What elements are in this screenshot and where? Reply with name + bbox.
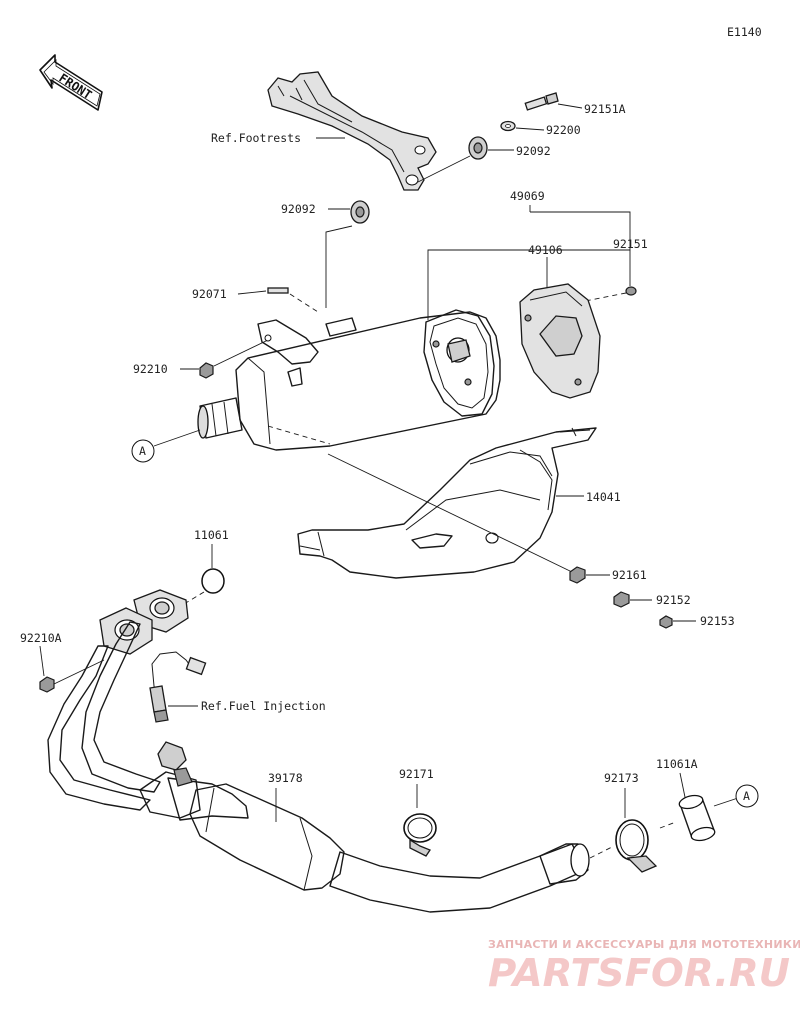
bolt-92151a — [524, 92, 559, 111]
label-92092-top: 92092 — [516, 144, 551, 158]
clamp-92173 — [615, 819, 658, 873]
oxygen-sensor — [149, 651, 207, 723]
gasket-11061 — [201, 568, 225, 594]
exhaust-pipe-39178 — [47, 589, 590, 913]
marker-a-lower-label: A — [743, 789, 750, 803]
footrest-bracket — [267, 71, 437, 191]
damper-92092-left — [350, 200, 370, 224]
screw-92151 — [625, 286, 637, 296]
label-39178: 39178 — [268, 771, 303, 785]
front-arrow-icon: FRONT — [39, 54, 103, 111]
nut-92210a — [39, 676, 55, 693]
heat-guard-14041 — [297, 427, 597, 579]
label-92152: 92152 — [656, 593, 691, 607]
stud-92071 — [267, 287, 289, 294]
muffler-body — [197, 309, 501, 451]
label-92200: 92200 — [546, 123, 581, 137]
label-11061a: 11061A — [656, 757, 698, 771]
label-92151a: 92151A — [584, 102, 626, 116]
label-ref-fuel-injection: Ref.Fuel Injection — [201, 699, 326, 713]
label-92151: 92151 — [613, 237, 648, 251]
watermark-tagline: ЗАПЧАСТИ И АКСЕССУАРЫ ДЛЯ МОТОТЕХНИКИ — [488, 938, 800, 951]
end-cover-49106 — [519, 283, 601, 399]
washer-92152 — [613, 591, 630, 608]
label-49106: 49106 — [528, 243, 563, 257]
watermark-brand: PARTSFOR.RU — [488, 951, 790, 995]
label-92161: 92161 — [612, 568, 647, 582]
washer-92153 — [659, 615, 673, 629]
label-11061: 11061 — [194, 528, 229, 542]
nut-92161 — [569, 566, 586, 584]
label-92092-left: 92092 — [281, 202, 316, 216]
damper-92092-top — [468, 136, 488, 160]
diagram-code: E1140 — [727, 25, 762, 39]
label-92071: 92071 — [192, 287, 227, 301]
marker-a-upper-label: A — [139, 444, 146, 458]
label-49069: 49069 — [510, 189, 545, 203]
clamp-92171 — [403, 813, 437, 857]
label-92153: 92153 — [700, 614, 735, 628]
label-14041: 14041 — [586, 490, 621, 504]
label-92210a: 92210A — [20, 631, 62, 645]
label-92173: 92173 — [604, 771, 639, 785]
label-ref-footrests: Ref.Footrests — [211, 131, 301, 145]
label-92210: 92210 — [133, 362, 168, 376]
nut-92210 — [199, 362, 214, 379]
marker-a-upper — [131, 439, 155, 463]
sleeve-11061a — [678, 794, 716, 842]
label-92171: 92171 — [399, 767, 434, 781]
marker-a-lower — [735, 784, 759, 808]
